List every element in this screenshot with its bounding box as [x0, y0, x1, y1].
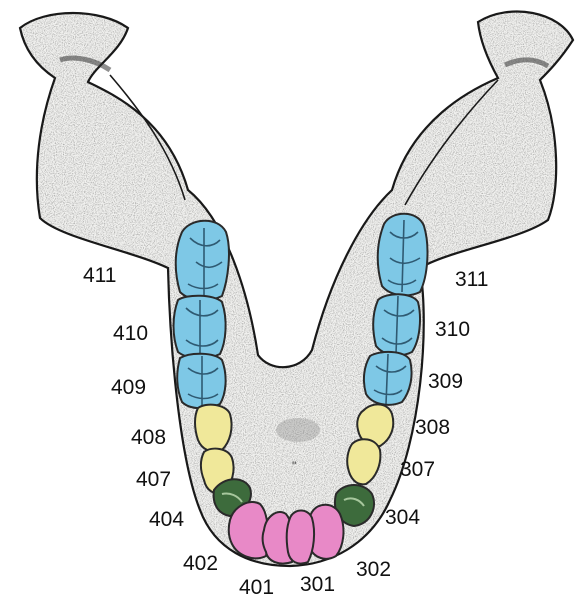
- label-410: 410: [113, 322, 148, 345]
- label-402: 402: [183, 552, 218, 575]
- label-307: 307: [400, 458, 435, 481]
- label-302: 302: [356, 558, 391, 581]
- symphysis-mark: ": [292, 459, 296, 473]
- tooth-301: [287, 511, 314, 564]
- label-401: 401: [239, 576, 274, 599]
- tooth-309: [364, 352, 412, 405]
- tooth-410: [174, 296, 226, 359]
- mandible-bone: ": [20, 12, 573, 566]
- label-309: 309: [428, 370, 463, 393]
- tooth-408: [195, 405, 232, 452]
- bone-stipple: [20, 12, 573, 566]
- label-301: 301: [300, 573, 335, 596]
- label-304: 304: [385, 506, 420, 529]
- label-408: 408: [131, 426, 166, 449]
- label-404: 404: [149, 508, 184, 531]
- label-411: 411: [83, 264, 116, 287]
- tooth-411: [176, 221, 229, 300]
- tooth-409: [177, 354, 225, 409]
- label-407: 407: [136, 468, 171, 491]
- label-308: 308: [415, 416, 450, 439]
- label-409: 409: [111, 376, 146, 399]
- label-310: 310: [435, 318, 470, 341]
- label-311: 311: [455, 268, 488, 291]
- tooth-310: [373, 294, 420, 355]
- tooth-311: [378, 214, 428, 296]
- symphysis-shadow: [276, 418, 320, 442]
